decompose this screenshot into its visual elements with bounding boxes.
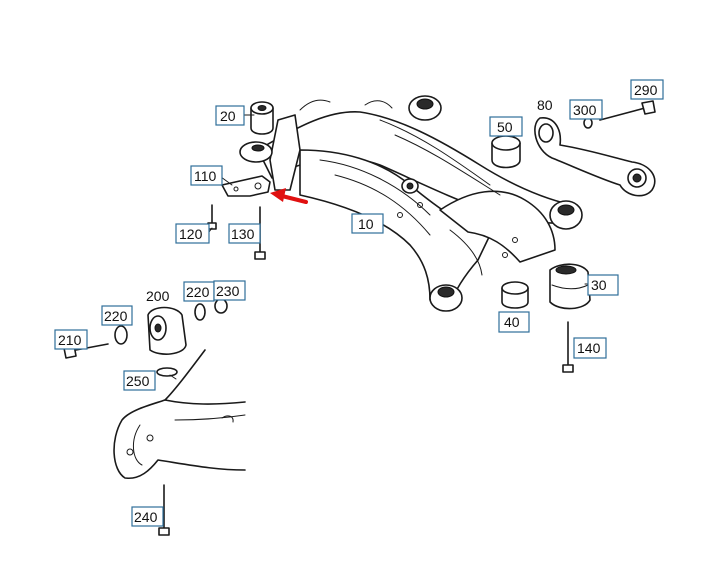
callout-290-text: 290	[634, 82, 658, 98]
callout-110-text: 110	[194, 168, 217, 184]
bushing-50	[491, 135, 521, 169]
washer-220-left	[114, 325, 128, 345]
mount-200	[147, 306, 187, 355]
callout-50-text: 50	[497, 119, 513, 135]
mount-30	[549, 263, 591, 310]
callout-240: 240	[131, 506, 164, 527]
callout-230-text: 230	[216, 283, 240, 299]
callout-200-text: 200	[146, 288, 170, 304]
callout-220-left: 220	[101, 305, 133, 326]
callout-220-left-text: 220	[104, 308, 128, 324]
callout-300-text: 300	[573, 102, 597, 118]
callout-210-text: 210	[58, 332, 82, 348]
callout-20-text: 20	[220, 108, 236, 124]
callout-110: 110	[190, 165, 223, 186]
callout-80-text: 80	[537, 97, 553, 113]
callout-250: 250	[123, 370, 156, 391]
callout-10: 10	[351, 213, 384, 234]
washer-220-right	[194, 303, 206, 321]
callout-240-text: 240	[134, 509, 158, 525]
washer-250	[156, 367, 178, 377]
rear-subframe	[239, 95, 583, 312]
callout-40: 40	[498, 311, 530, 333]
callout-10-text: 10	[358, 216, 374, 232]
callout-120: 120	[175, 223, 210, 244]
callout-210: 210	[54, 329, 88, 350]
callout-30-text: 30	[591, 277, 607, 293]
callout-300: 300	[569, 99, 603, 120]
callout-130-text: 130	[231, 226, 255, 242]
bolt-240	[158, 484, 170, 536]
callout-130: 130	[228, 223, 261, 244]
nut-230	[214, 298, 228, 314]
callout-220-right-text: 220	[186, 284, 210, 300]
differential-housing	[113, 349, 246, 480]
callout-120-text: 120	[179, 226, 203, 242]
callout-220-right: 220	[183, 281, 215, 302]
callout-200: 200	[146, 288, 170, 304]
callout-50: 50	[489, 116, 523, 137]
bracket-110	[221, 175, 271, 197]
callout-140-text: 140	[577, 340, 601, 356]
bolt-290	[599, 100, 656, 121]
callout-290: 290	[630, 79, 664, 100]
callout-140: 140	[573, 337, 607, 359]
callout-40-text: 40	[504, 314, 520, 330]
bushing-20	[250, 101, 274, 135]
callout-30: 30	[587, 274, 619, 296]
callout-250-text: 250	[126, 373, 150, 389]
pointer-arrow	[270, 188, 308, 204]
bushing-40	[501, 281, 529, 309]
callout-230: 230	[213, 280, 246, 301]
callout-80: 80	[537, 97, 553, 113]
link-arm-80	[534, 117, 656, 197]
callout-20: 20	[215, 105, 245, 126]
